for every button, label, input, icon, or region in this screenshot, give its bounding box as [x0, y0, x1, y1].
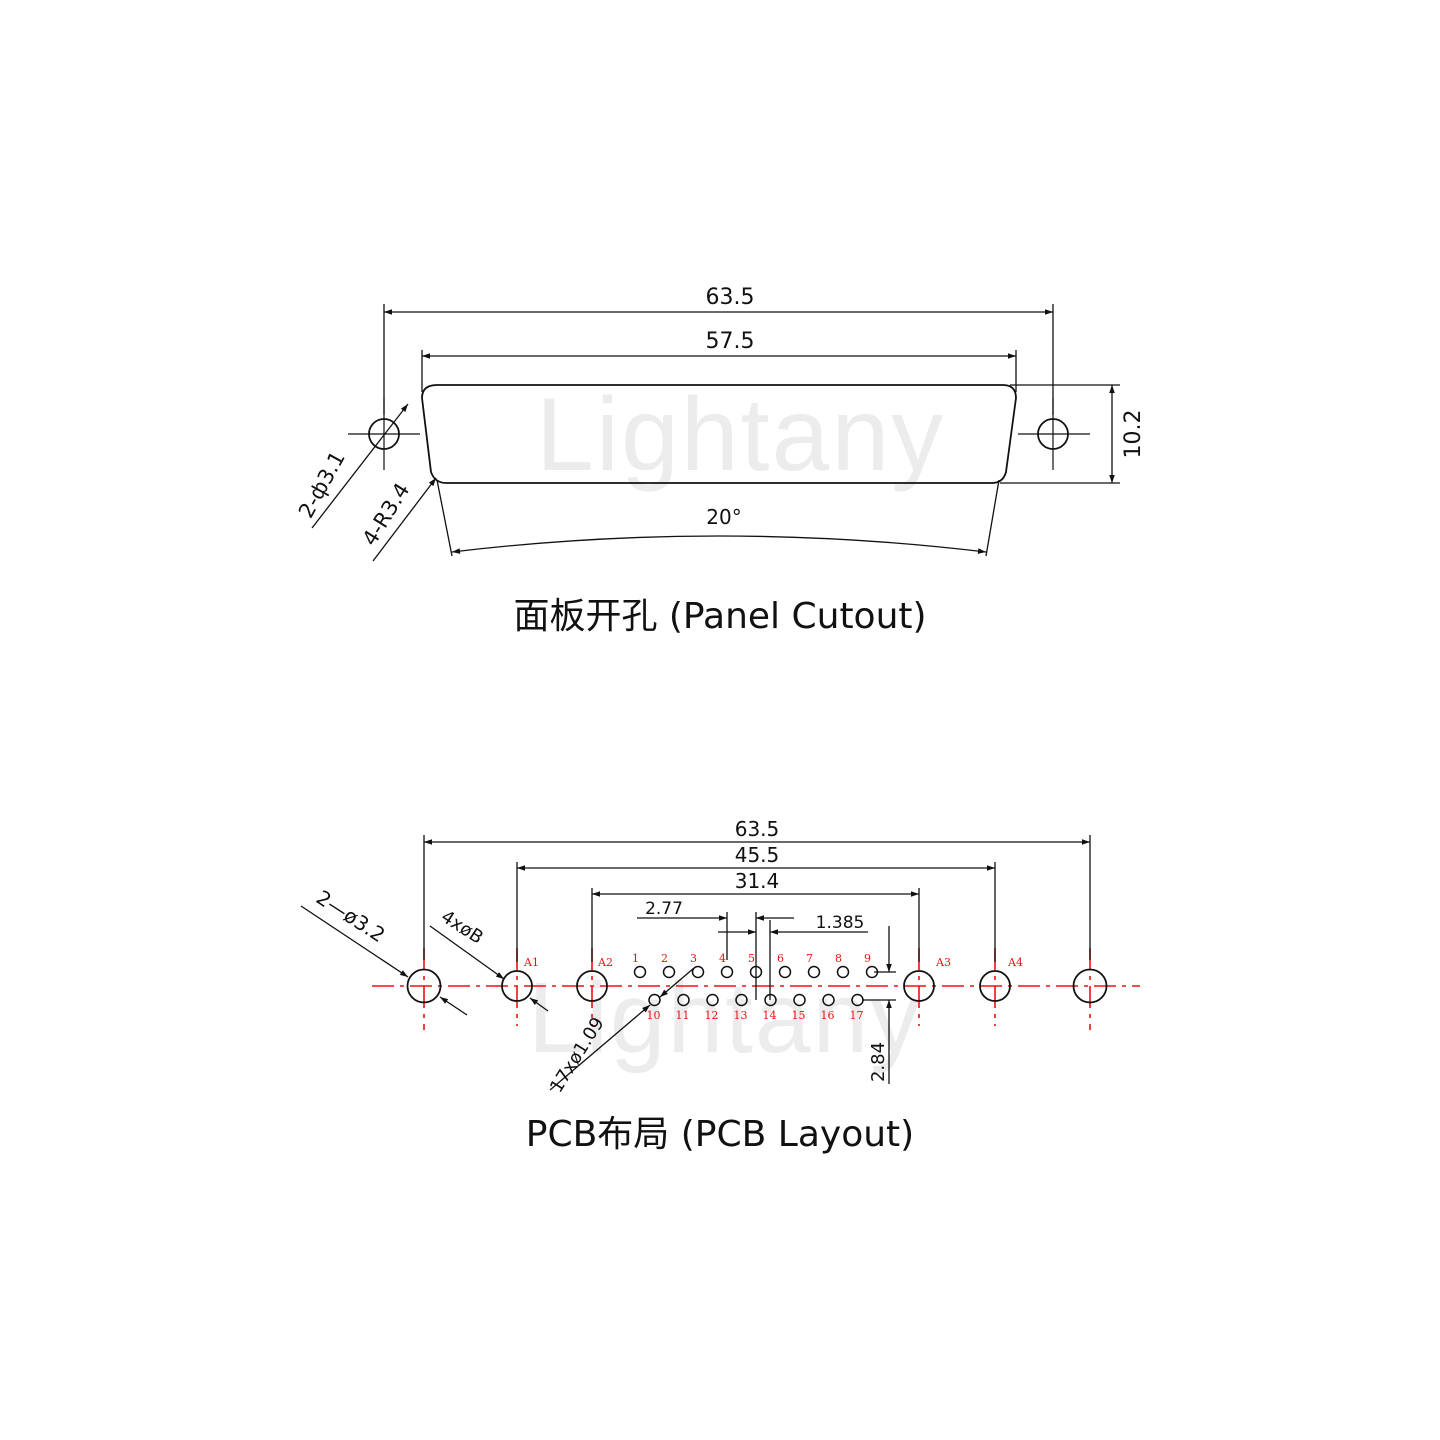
pin-label-10: 10 — [647, 1009, 661, 1022]
pin-label-17: 17 — [850, 1009, 864, 1022]
dim-pcb-contact-span: 31.4 — [735, 869, 780, 893]
pin-label-7: 7 — [806, 952, 813, 965]
contact-hole-8 — [836, 965, 850, 979]
pin-label-13: 13 — [734, 1009, 748, 1022]
contact-hole-4 — [720, 965, 734, 979]
panel-cutout-outline — [421, 384, 1017, 484]
anchor-a2: A2 — [597, 956, 613, 969]
contact-hole-6 — [778, 965, 792, 979]
dim-pcb-boardlock-span: 45.5 — [735, 843, 780, 867]
contact-hole-12 — [706, 993, 719, 1007]
contact-hole-13 — [735, 993, 748, 1007]
pcb-holes — [406, 968, 1108, 1004]
pin-label-14: 14 — [763, 1009, 777, 1022]
pin-label-4: 4 — [719, 952, 726, 965]
contact-hole-2 — [662, 965, 676, 979]
pin-label-1: 1 — [632, 952, 639, 965]
panel-dimensions — [311, 304, 1120, 562]
dim-pcb-boardlock-holes: 4xøB — [437, 906, 487, 948]
dim-panel-overall: 63.5 — [706, 285, 755, 310]
panel-cutout-caption: 面板开孔 (Panel Cutout) — [513, 596, 926, 637]
dim-panel-height: 10.2 — [1121, 410, 1146, 459]
dim-panel-angle: 20° — [706, 505, 741, 529]
contact-hole-16 — [822, 993, 835, 1007]
pin-label-8: 8 — [835, 952, 842, 965]
anchor-a4: A4 — [1007, 956, 1023, 969]
contact-hole-7 — [807, 965, 821, 979]
dim-panel-holes: 2-ф3.1 — [294, 447, 350, 522]
pcb-layout-caption: PCB布局 (PCB Layout) — [526, 1114, 914, 1155]
dim-pcb-row-spacing: 2.84 — [868, 1042, 889, 1082]
pcb-boardlock-a1 — [501, 970, 533, 1002]
pcb-boardlock-a3 — [903, 970, 935, 1002]
contact-hole-3 — [691, 965, 705, 979]
contact-hole-1 — [633, 965, 647, 979]
watermark-top: Lightany — [536, 377, 945, 493]
dim-pcb-mount-holes: 2—ø3.2 — [312, 885, 389, 947]
dim-panel-radius: 4-R3.4 — [358, 479, 415, 550]
pin-label-2: 2 — [661, 952, 668, 965]
pcb-mount-hole-right — [1072, 968, 1108, 1004]
pin-label-15: 15 — [792, 1009, 806, 1022]
pin-label-6: 6 — [777, 952, 784, 965]
contact-hole-10 — [648, 993, 661, 1007]
pcb-mount-hole-left — [406, 968, 442, 1004]
pin-label-16: 16 — [821, 1009, 835, 1022]
pin-label-12: 12 — [705, 1009, 719, 1022]
pcb-boardlock-a4 — [979, 970, 1011, 1002]
dim-pcb-overall: 63.5 — [735, 817, 780, 841]
dim-pcb-pitch: 2.77 — [645, 899, 683, 919]
anchor-a3: A3 — [935, 956, 951, 969]
pin-label-5: 5 — [748, 952, 755, 965]
pin-label-3: 3 — [690, 952, 697, 965]
dim-panel-shell: 57.5 — [706, 329, 755, 354]
pcb-boardlock-a2 — [576, 970, 608, 1002]
pin-label-11: 11 — [676, 1009, 690, 1022]
contact-hole-11 — [677, 993, 690, 1007]
dim-pcb-half-pitch: 1.385 — [816, 913, 865, 933]
anchor-a1: A1 — [523, 956, 539, 969]
contact-hole-15 — [793, 993, 806, 1007]
pcb-dimensions — [300, 835, 1091, 1091]
watermark-bottom: Lightany — [528, 962, 922, 1074]
pin-label-9: 9 — [864, 952, 871, 965]
